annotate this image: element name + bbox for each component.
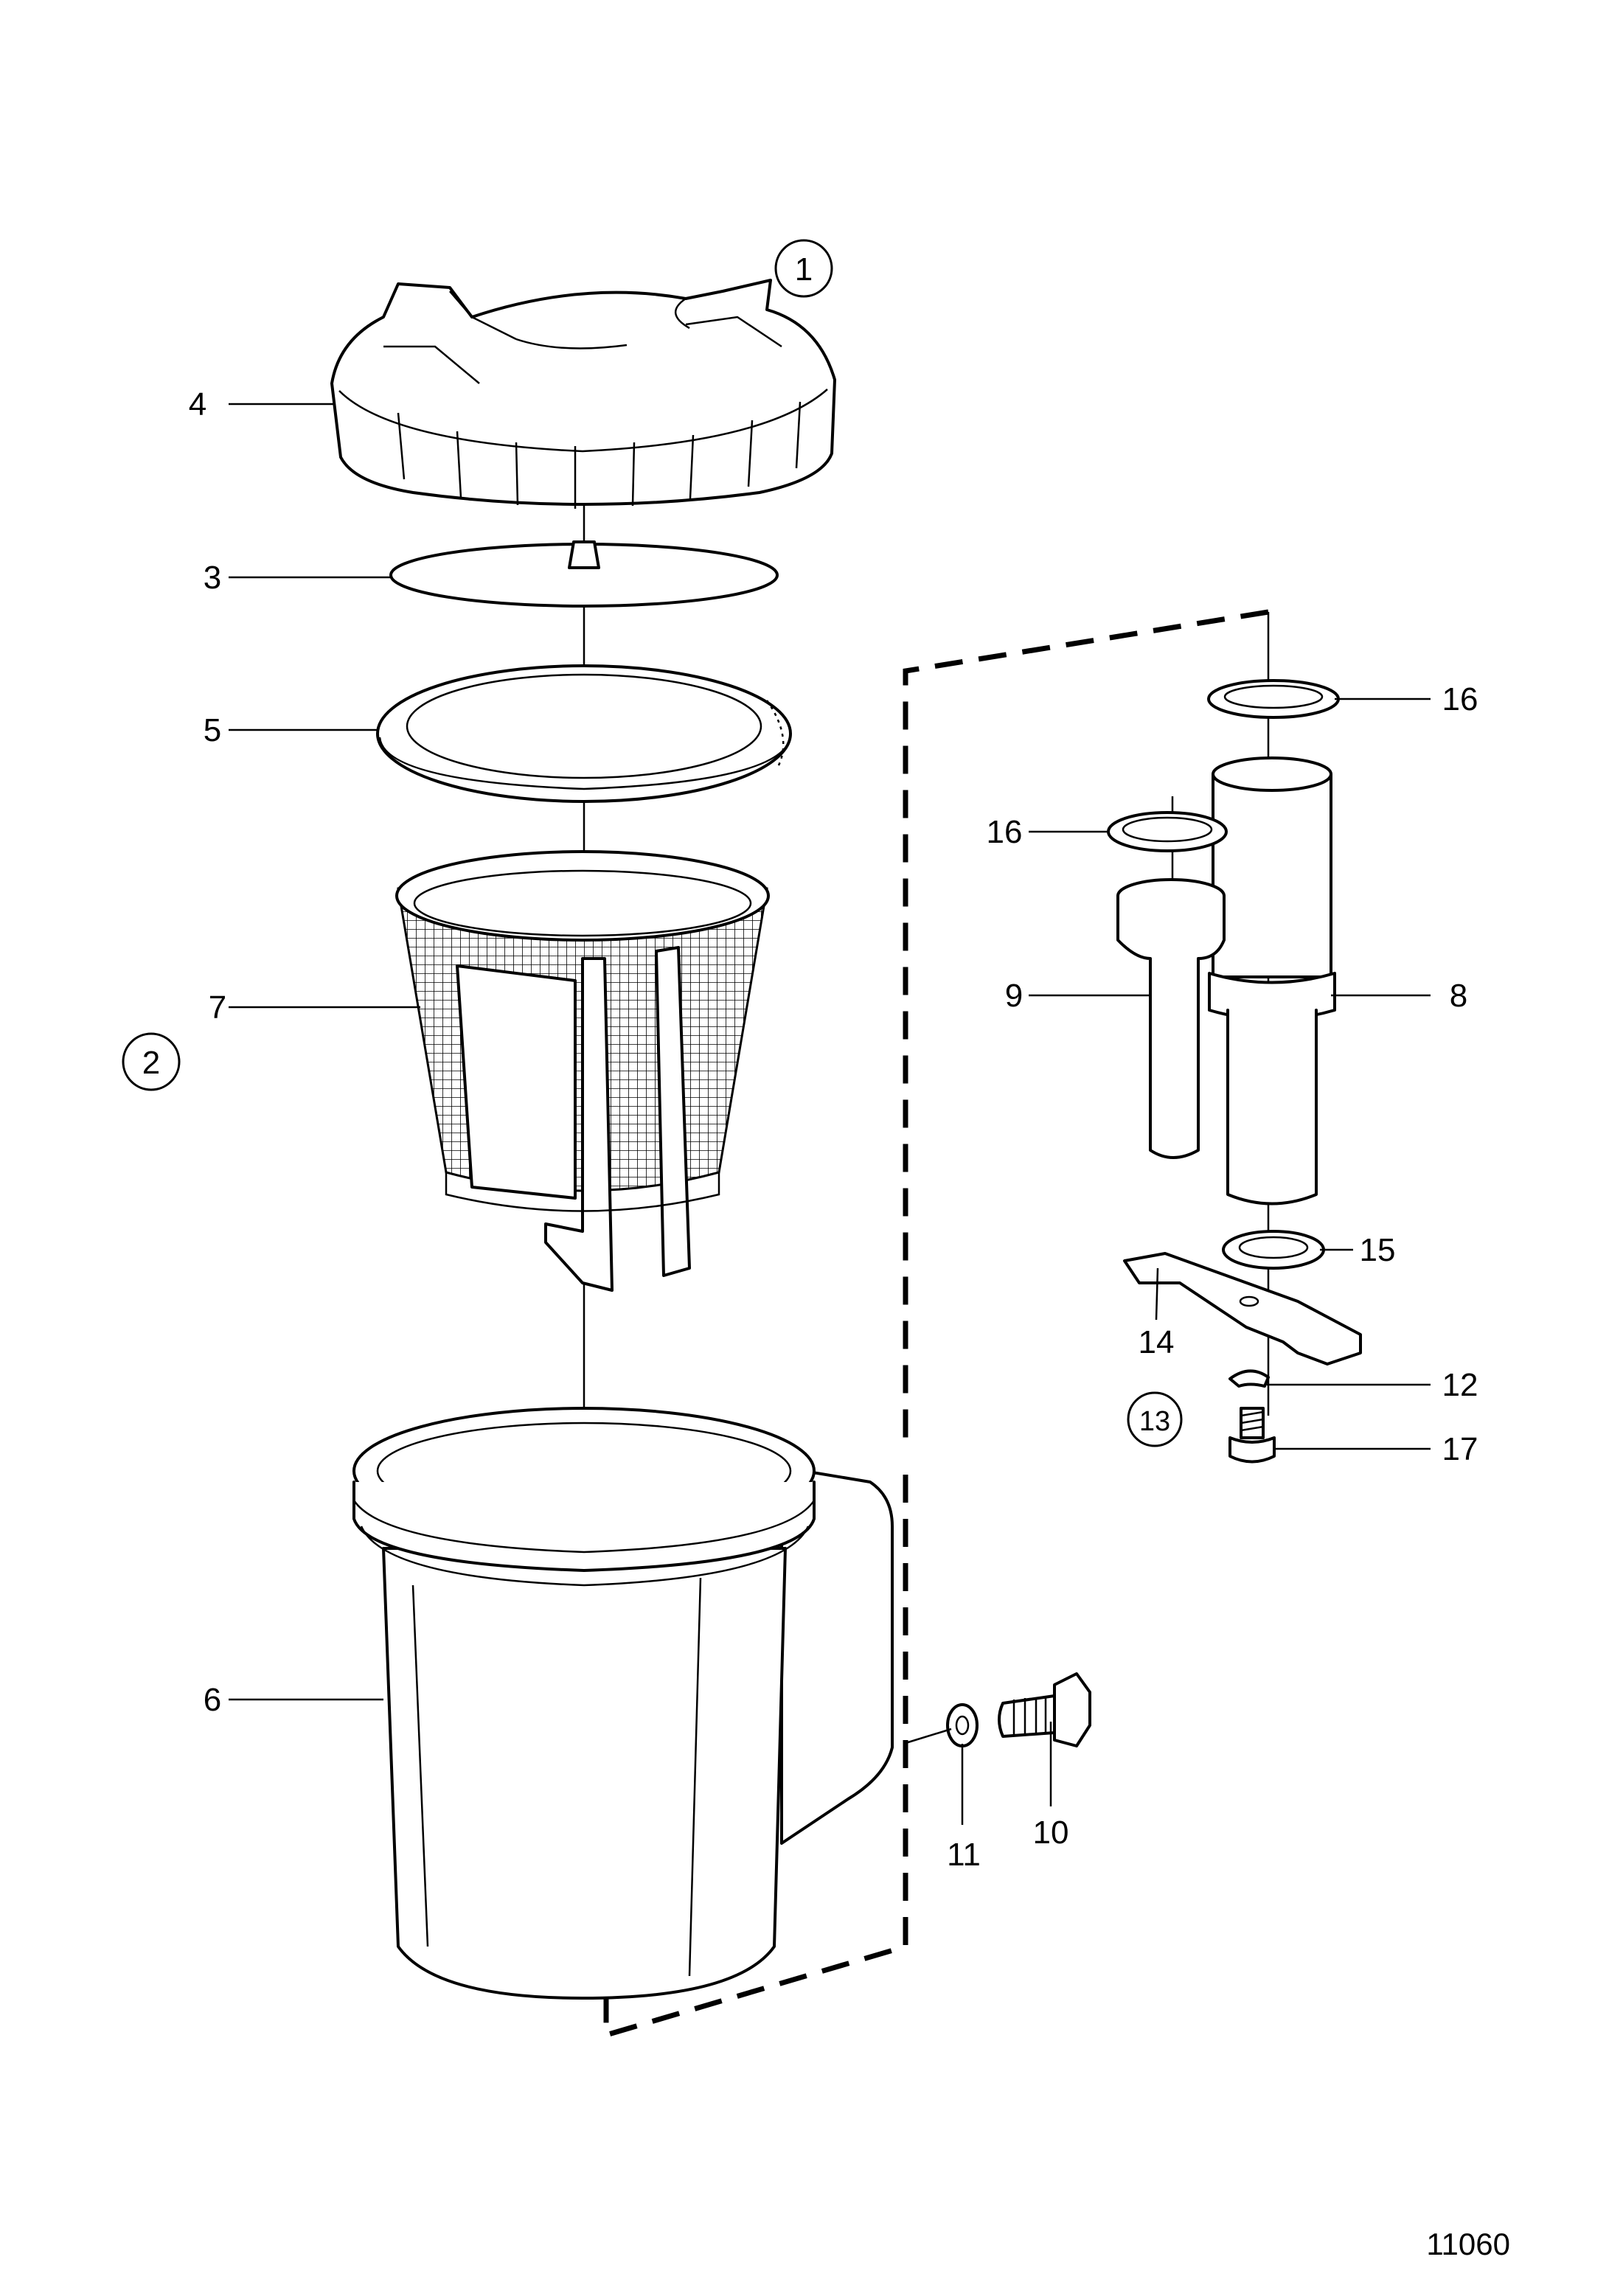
part-number-3: 3: [204, 560, 221, 596]
part-number-4: 4: [189, 386, 206, 422]
callout-circle-1: 1: [774, 239, 833, 298]
housing-part-6: [352, 1407, 894, 2000]
part-number-labels: 4 3 5 7 6 16 16 9 8 15 14 12 17 11 10: [189, 386, 1478, 1873]
part-number-8: 8: [1450, 978, 1467, 1014]
callout-circle-13: 13: [1127, 1391, 1183, 1447]
part-number-16-upper: 16: [1442, 681, 1478, 717]
retaining-plate-part-14: [1123, 1252, 1362, 1366]
pipe-part-9: [1116, 878, 1226, 1159]
strainer-basket-part-7: [395, 850, 770, 1292]
washer-part-15: [1222, 1230, 1325, 1270]
lock-washer-part-12: [1228, 1369, 1270, 1388]
part-number-6: 6: [204, 1682, 221, 1718]
part-number-11: 11: [947, 1837, 981, 1873]
screw-part-10: [998, 1672, 1091, 1747]
drawing-number: 11060: [1426, 2227, 1510, 2261]
group-boundary-dashed-line: [903, 609, 1269, 1453]
part-number-5: 5: [204, 712, 221, 748]
pipe-part-8: [1208, 756, 1336, 1206]
bolt-part-17: [1228, 1407, 1276, 1464]
callout-label: 13: [1139, 1406, 1170, 1437]
part-number-10: 10: [1033, 1815, 1069, 1851]
ring-part-16-upper: [1207, 679, 1340, 719]
callout-label: 2: [142, 1045, 160, 1081]
callout-label: 1: [795, 251, 813, 288]
disc-part-3: [389, 540, 779, 608]
part-number-17: 17: [1442, 1431, 1478, 1467]
part-number-15: 15: [1360, 1232, 1396, 1268]
washer-part-11: [946, 1703, 979, 1747]
part-number-9: 9: [1005, 978, 1023, 1014]
part-number-16-lower: 16: [987, 814, 1023, 850]
ring-part-16-lower: [1107, 811, 1228, 852]
sealing-ring-part-5: [376, 664, 792, 803]
part-number-7: 7: [209, 989, 226, 1026]
leader-lines: [229, 403, 1431, 1825]
callout-circle-2: 2: [122, 1032, 181, 1091]
part-number-12: 12: [1442, 1367, 1478, 1403]
cap-part-4: [330, 279, 836, 509]
part-number-14: 14: [1139, 1324, 1175, 1360]
group-boundary-dashed-line-bottom: [603, 1475, 908, 2039]
